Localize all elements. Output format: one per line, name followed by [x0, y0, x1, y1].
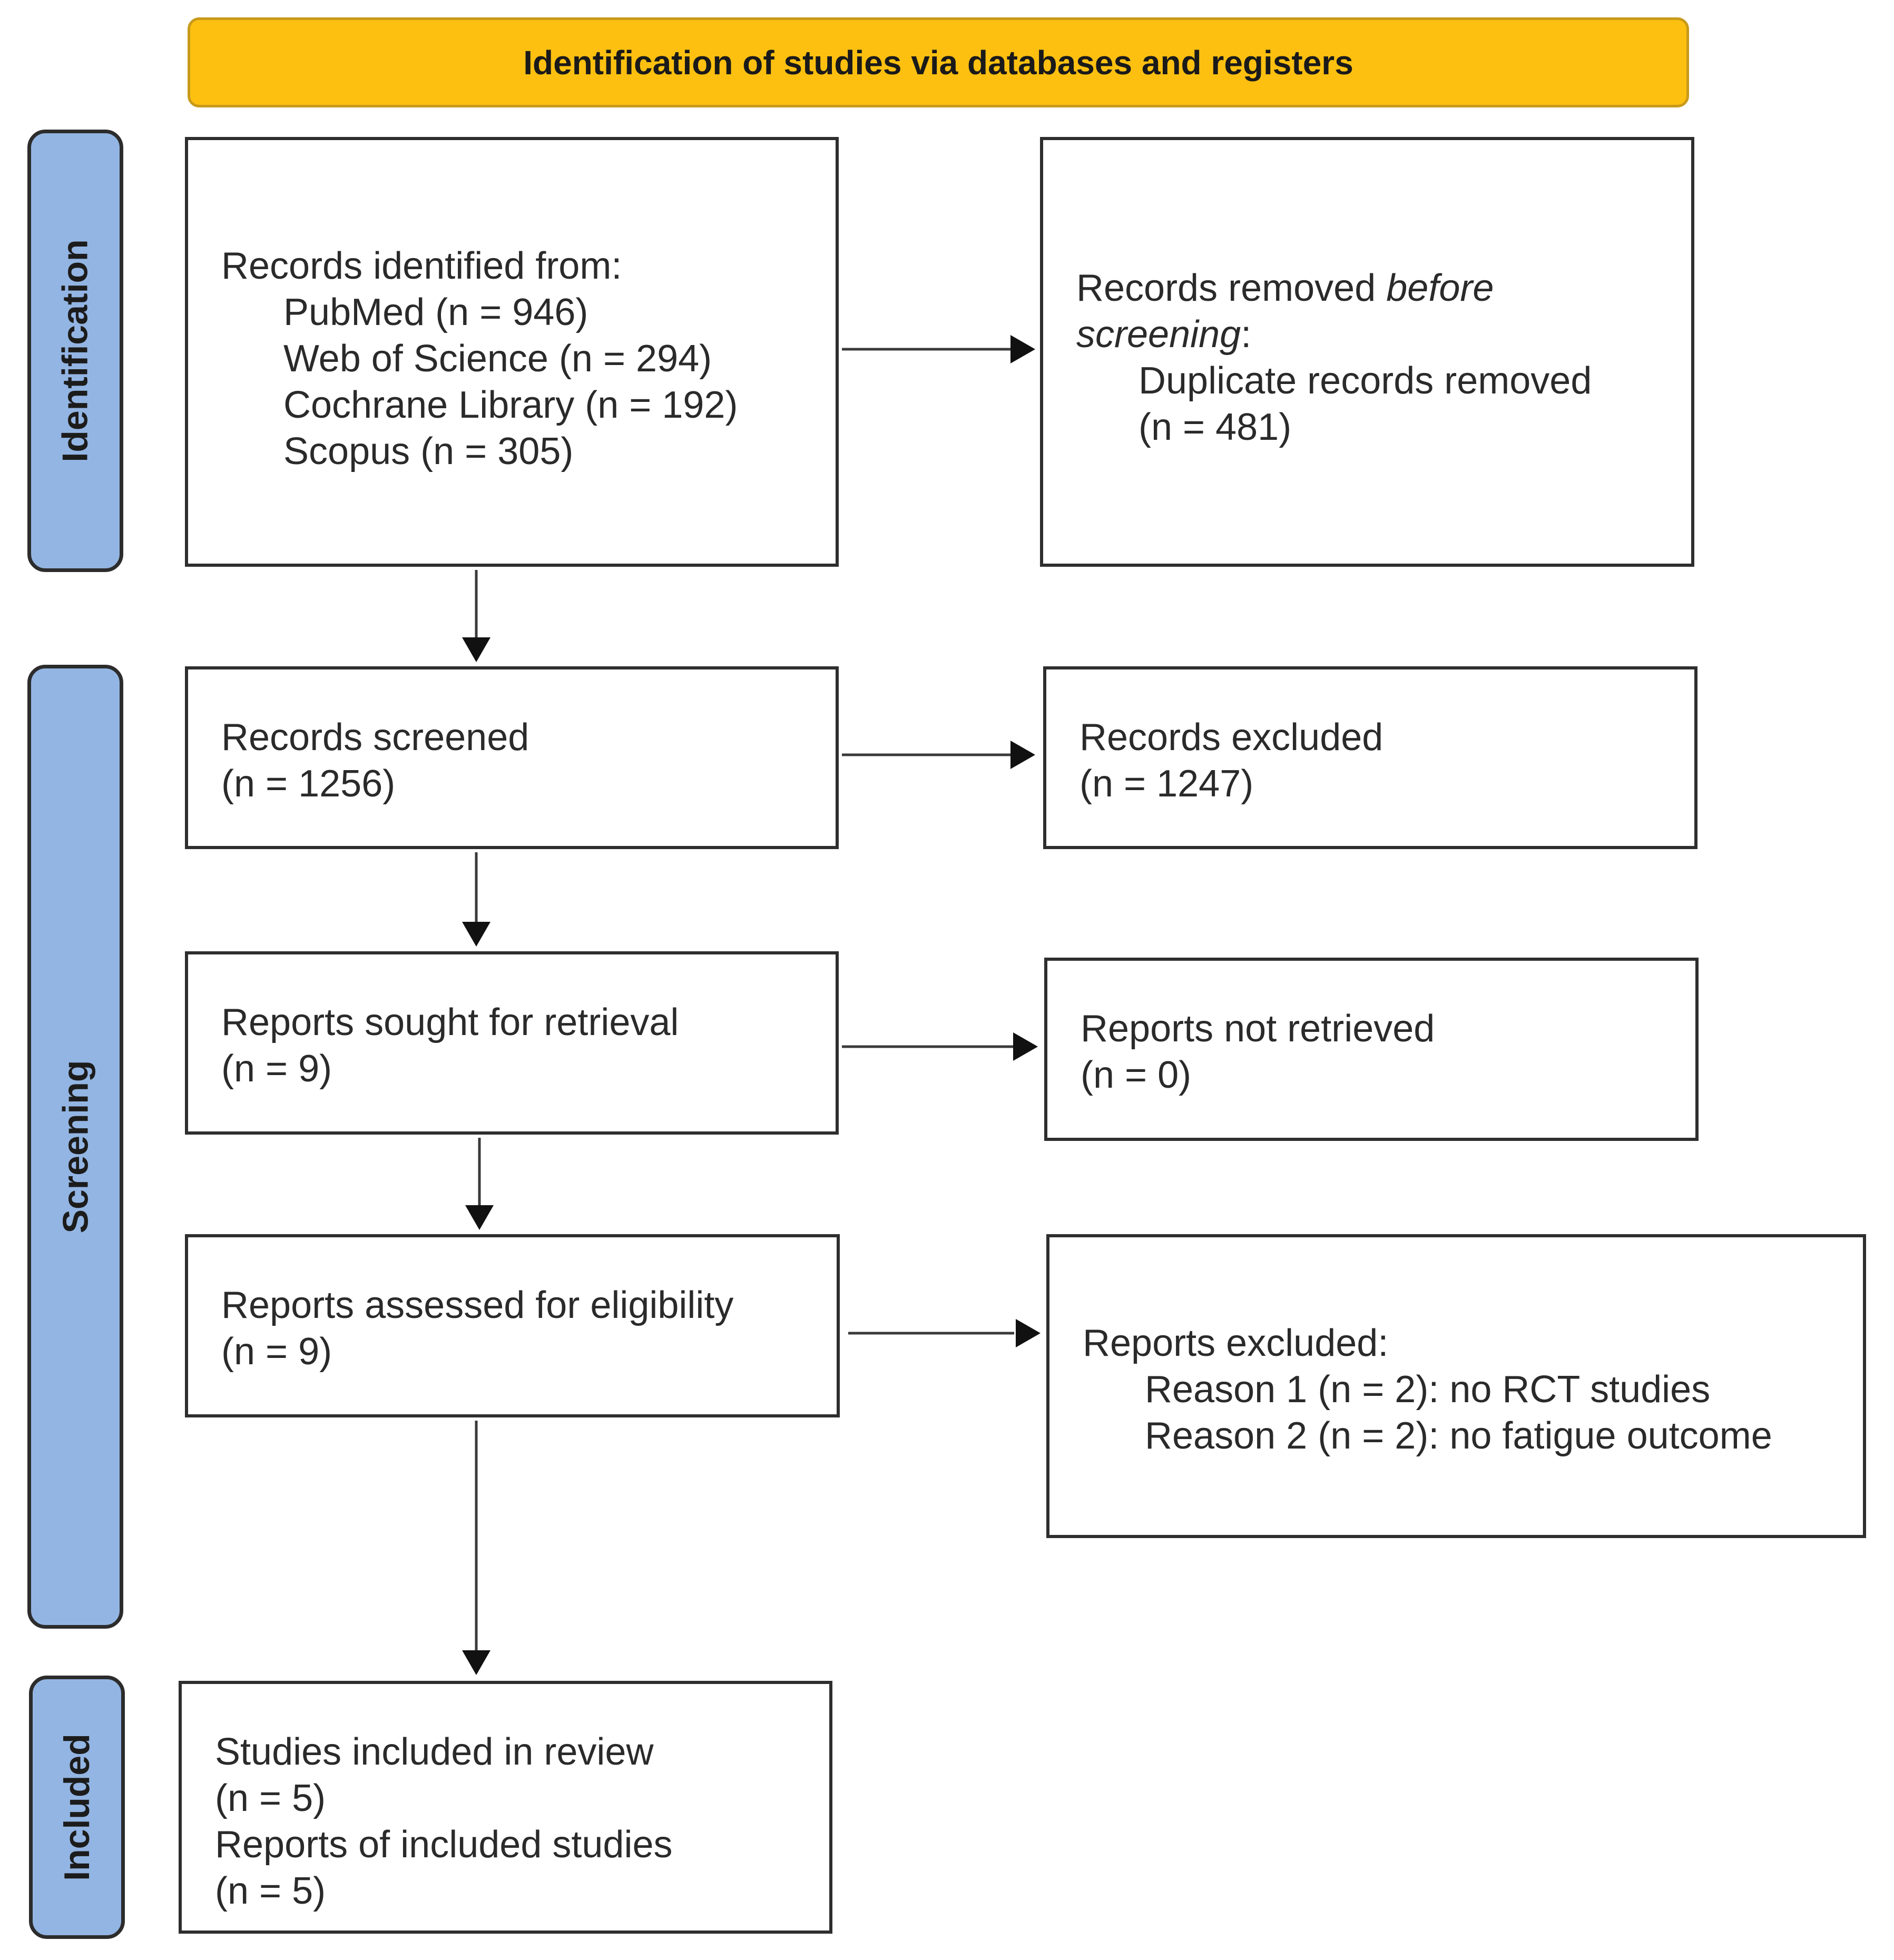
stage-identification: Identification: [27, 130, 123, 572]
reports-excluded-heading: Reports excluded:: [1083, 1322, 1389, 1364]
records-identified-heading: Records identified from:: [221, 245, 622, 287]
reports-not-retrieved-label: Reports not retrieved: [1081, 1008, 1435, 1050]
arrowhead-screened-to-sought: [462, 922, 490, 947]
records-excluded-count: (n = 1247): [1080, 763, 1254, 805]
records-removed-prefix: Records removed: [1076, 267, 1387, 309]
reports-assessed-label: Reports assessed for eligibility: [221, 1284, 734, 1326]
source-scopus: Scopus (n = 305): [283, 430, 574, 472]
stage-screening: Screening: [27, 665, 123, 1629]
arrowhead-identified-to-removed: [1010, 335, 1035, 363]
header-banner: Identification of studies via databases …: [188, 17, 1689, 107]
reports-sought-count: (n = 9): [221, 1048, 332, 1090]
records-screened-box: Records screened (n = 1256): [185, 666, 839, 849]
reports-not-retrieved-count: (n = 0): [1081, 1054, 1192, 1096]
studies-included-box: Studies included in review (n = 5) Repor…: [179, 1681, 832, 1934]
reports-included-count: (n = 5): [215, 1870, 326, 1912]
records-screened-count: (n = 1256): [221, 763, 396, 805]
reports-assessed-count: (n = 9): [221, 1331, 332, 1373]
studies-included-label: Studies included in review: [215, 1731, 654, 1773]
arrowhead-screened-to-excluded: [1010, 741, 1035, 769]
records-screened-label: Records screened: [221, 716, 529, 759]
arrowhead-assessed-to-excluded: [1016, 1319, 1041, 1347]
arrowhead-identified-to-screened: [462, 637, 490, 662]
arrowhead-assessed-to-included: [462, 1650, 490, 1675]
records-removed-suffix: :: [1241, 313, 1252, 356]
reports-sought-box: Reports sought for retrieval (n = 9): [185, 951, 839, 1135]
records-removed-heading: Records removed before: [1076, 265, 1691, 311]
studies-included-count: (n = 5): [215, 1777, 326, 1819]
records-excluded-label: Records excluded: [1080, 716, 1383, 759]
source-pubmed: PubMed (n = 946): [283, 291, 588, 333]
source-cochrane: Cochrane Library (n = 192): [283, 384, 738, 426]
arrowhead-sought-to-assessed: [465, 1205, 494, 1230]
source-web-of-science: Web of Science (n = 294): [283, 338, 712, 380]
reports-not-retrieved-box: Reports not retrieved (n = 0): [1044, 958, 1699, 1141]
records-removed-italic-screening: screening: [1076, 313, 1241, 356]
reports-excluded-reason-2: Reason 2 (n = 2): no fatigue outcome: [1145, 1415, 1772, 1457]
reports-assessed-box: Reports assessed for eligibility (n = 9): [185, 1234, 840, 1417]
stage-included: Included: [29, 1676, 125, 1939]
header-title: Identification of studies via databases …: [523, 43, 1353, 82]
records-removed-heading-2: screening:: [1076, 311, 1691, 358]
records-removed-count: (n = 481): [1139, 406, 1292, 448]
records-removed-italic-before: before: [1386, 267, 1494, 309]
records-excluded-box: Records excluded (n = 1247): [1043, 666, 1697, 849]
records-removed-detail: Duplicate records removed: [1139, 360, 1592, 402]
records-identified-box: Records identified from: PubMed (n = 946…: [185, 137, 839, 567]
reports-included-label: Reports of included studies: [215, 1824, 673, 1866]
reports-excluded-box: Reports excluded: Reason 1 (n = 2): no R…: [1046, 1234, 1866, 1538]
reports-excluded-reason-1: Reason 1 (n = 2): no RCT studies: [1145, 1368, 1711, 1411]
reports-sought-label: Reports sought for retrieval: [221, 1001, 679, 1043]
arrowhead-sought-to-not-retrieved: [1013, 1032, 1038, 1061]
records-removed-box: Records removed before screening: Duplic…: [1040, 137, 1694, 567]
